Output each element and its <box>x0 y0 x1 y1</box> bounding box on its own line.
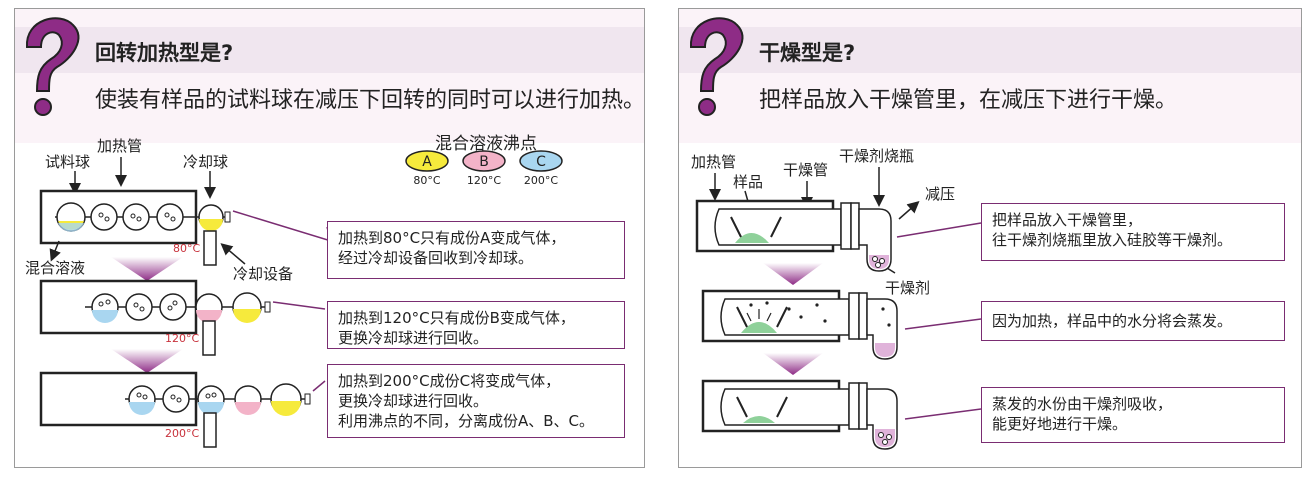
callout-stage-3: 蒸发的水份由干燥剂吸收， 能更好地进行干燥。 <box>981 387 1285 443</box>
drying-tube-label: 干燥管 <box>783 161 828 179</box>
svg-text:B: B <box>479 154 489 170</box>
callout-stage-1: 把样品放入干燥管里， 往干燥剂烧瓶里放入硅胶等干燥剂。 <box>981 203 1285 261</box>
rotary-heating-panel: 回转加热型是? 使装有样品的试料球在减压下回转的同时可以进行加热。 混合溶液沸点… <box>14 8 645 468</box>
callout-pointer-2 <box>904 318 982 330</box>
stage-2-apparatus: 120°C <box>39 279 271 356</box>
drying-panel: 干燥型是? 把样品放入干燥管里，在减压下进行干燥。 加热管 样品 干燥管 干燥剂… <box>678 8 1302 468</box>
mixed-solution-label: 混合溶液 <box>25 259 85 277</box>
svg-text:C: C <box>536 154 546 170</box>
drying-stage-3 <box>701 379 898 450</box>
drying-diagram: 加热管 样品 干燥管 干燥剂烧瓶 减压 干燥剂 <box>689 17 982 450</box>
callout-pointer-1 <box>232 210 333 243</box>
stage-3-apparatus: 200°C <box>39 371 311 448</box>
stage-1-apparatus: 80°C <box>39 189 246 266</box>
svg-text:120°C: 120°C <box>165 332 199 345</box>
cooling-ball-label: 冷却球 <box>183 153 228 171</box>
drying-stage-2 <box>701 289 898 360</box>
callout-stage-2: 加热到120°C只有成份B变成气体， 更换冷却球进行回收。 <box>327 301 625 349</box>
callout-pointer-1 <box>896 222 982 238</box>
panel-subtitle: 把样品放入干燥管里，在减压下进行干燥。 <box>759 88 1178 113</box>
svg-text:80°C: 80°C <box>173 242 200 255</box>
callout-pointer-3 <box>904 408 982 420</box>
down-arrow-1 <box>111 257 183 281</box>
question-mark-icon <box>25 17 80 116</box>
heating-tube-label: 加热管 <box>97 137 142 155</box>
svg-text:A: A <box>422 154 432 170</box>
svg-text:200°C: 200°C <box>165 427 199 440</box>
legend-item-c: C 200°C <box>519 150 563 187</box>
callout-stage-3: 加热到200°C成份C将变成气体， 更换冷却球进行回收。 利用沸点的不同，分离成… <box>327 364 625 438</box>
panel-title: 回转加热型是? <box>95 41 234 65</box>
legend-item-a: A 80°C <box>405 150 449 187</box>
legend-item-b: B 120°C <box>462 150 506 187</box>
callout-stage-2: 因为加热，样品中的水分将会蒸发。 <box>981 301 1285 341</box>
svg-text:200°C: 200°C <box>524 174 558 187</box>
question-mark-icon <box>689 17 744 116</box>
rotary-diagram: A 80°C B 120°C C 200°C 试料球 加热管 冷却球 <box>25 17 563 448</box>
callout-pointer-2 <box>272 301 326 310</box>
callout-stage-1: 加热到80°C只有成份A变成气体， 经过冷却设备回收到冷却球。 <box>327 221 625 279</box>
title-bar <box>15 27 644 73</box>
drying-stage-1 <box>695 199 892 272</box>
sample-label: 样品 <box>733 173 763 191</box>
legend-title: 混合溶液沸点 <box>435 134 537 154</box>
sample-ball-label: 试料球 <box>45 153 90 171</box>
callout-pointer-3 <box>312 380 326 392</box>
down-arrow-2 <box>111 349 183 373</box>
heating-tube-label: 加热管 <box>691 153 736 171</box>
title-bar <box>679 27 1301 73</box>
cooling-device-label: 冷却设备 <box>233 265 293 283</box>
desiccant-flask-label: 干燥剂烧瓶 <box>839 147 914 165</box>
svg-text:120°C: 120°C <box>467 174 501 187</box>
desiccant-label: 干燥剂 <box>885 279 930 297</box>
decompress-label: 减压 <box>925 185 955 203</box>
svg-text:80°C: 80°C <box>413 174 440 187</box>
down-arrow-2 <box>763 353 823 375</box>
panel-title: 干燥型是? <box>759 41 856 65</box>
down-arrow-1 <box>763 263 823 285</box>
panel-subtitle: 使装有样品的试料球在减压下回转的同时可以进行加热。 <box>95 88 646 113</box>
